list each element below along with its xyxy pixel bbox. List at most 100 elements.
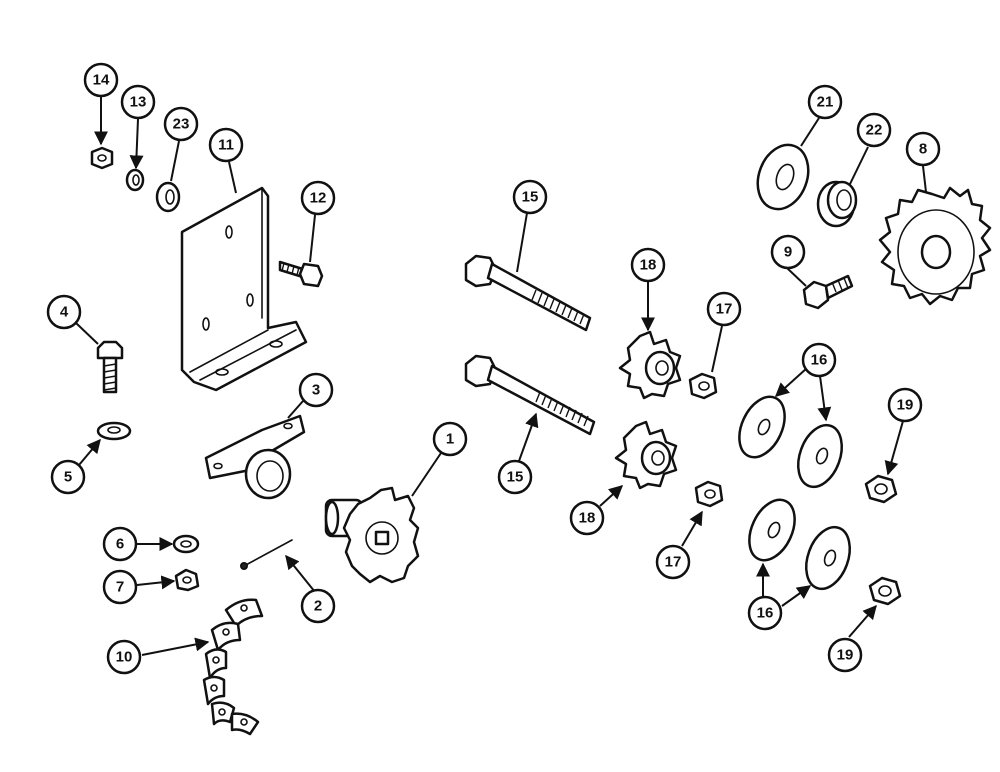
part-8-large-sprocket	[878, 186, 992, 306]
callout-10: 10	[106, 639, 142, 675]
callout-22: 22	[856, 112, 892, 148]
callout-6-label: 6	[116, 536, 124, 553]
leader-17-lower	[681, 510, 703, 547]
callout-15-lower: 15	[497, 459, 533, 495]
callout-4-label: 4	[60, 304, 69, 321]
callout-18-lower-label: 18	[579, 510, 596, 527]
part-4-bolt	[96, 340, 124, 394]
part-10-chain	[202, 598, 264, 736]
part-16-washer-lower-right	[805, 525, 851, 591]
callout-19-upper-label: 19	[897, 397, 914, 414]
part-6-lock-washer	[172, 534, 200, 554]
part-3-bearing	[204, 414, 306, 500]
callout-16-upper: 16	[801, 342, 837, 378]
part-13-lock-washer	[125, 168, 145, 192]
callout-8: 8	[905, 131, 941, 167]
part-16-washer-lower-left	[748, 498, 796, 562]
leader-3	[287, 400, 304, 419]
part-15-bolt-lower	[464, 354, 596, 436]
leader-23	[170, 140, 180, 182]
leader-16-upper-a	[774, 367, 808, 397]
leader-11	[228, 161, 237, 194]
callout-13-label: 13	[130, 94, 147, 111]
leader-5	[78, 438, 101, 466]
part-14-nut	[90, 146, 114, 170]
callout-18-lower: 18	[569, 500, 605, 536]
leader-21	[800, 117, 820, 147]
leader-15-upper	[516, 212, 528, 273]
leader-10	[141, 637, 210, 656]
leader-19-upper	[884, 420, 904, 476]
leader-19-lower	[848, 604, 877, 638]
callout-13: 13	[120, 84, 156, 120]
part-16-washer-upper-right	[797, 423, 843, 489]
leader-12	[309, 214, 316, 263]
callout-14: 14	[83, 62, 119, 98]
part-23-flat-washer	[155, 181, 181, 213]
callout-4: 4	[46, 294, 82, 330]
part-11-bracket	[180, 186, 308, 392]
leader-7	[136, 575, 176, 590]
part-22-bushing	[816, 180, 858, 228]
callout-23: 23	[163, 106, 199, 142]
leader-17-upper	[711, 325, 723, 373]
leader-13	[129, 118, 144, 170]
callout-9-label: 9	[784, 244, 792, 261]
leader-lines	[75, 97, 927, 656]
callout-22-label: 22	[866, 122, 883, 139]
callout-11: 11	[208, 127, 244, 163]
callout-1: 1	[432, 421, 468, 457]
leader-9	[786, 267, 807, 287]
callout-18-upper: 18	[630, 247, 666, 283]
callout-23-label: 23	[173, 116, 190, 133]
callout-3-label: 3	[312, 382, 320, 399]
callout-7-label: 7	[116, 579, 124, 596]
callout-21: 21	[807, 84, 843, 120]
callout-15-upper: 15	[512, 179, 548, 215]
leader-16-upper-b	[817, 375, 832, 422]
part-12-bolt	[278, 260, 324, 288]
part-21-washer	[756, 143, 810, 211]
part-5-washer	[96, 421, 132, 441]
callout-17-upper-label: 17	[716, 301, 733, 318]
leader-1	[411, 452, 442, 497]
callout-15-upper-label: 15	[522, 189, 539, 206]
callout-14-label: 14	[93, 72, 110, 89]
part-1-sprocket	[324, 486, 420, 584]
callout-11-label: 11	[218, 137, 234, 154]
callout-2: 2	[300, 588, 336, 624]
callout-9: 9	[770, 234, 806, 270]
part-2-pin	[240, 539, 293, 570]
part-15-bolt-upper	[464, 254, 592, 332]
leader-8	[922, 165, 927, 193]
callout-1-label: 1	[446, 431, 454, 448]
callout-17-upper: 17	[706, 291, 742, 327]
part-18-idler-lower	[614, 420, 678, 490]
callout-21-label: 21	[817, 94, 834, 111]
callout-2-label: 2	[314, 598, 322, 615]
part-19-nut-upper	[864, 474, 898, 504]
callout-12: 12	[300, 180, 336, 216]
callout-6: 6	[102, 526, 138, 562]
callout-16-lower-label: 16	[757, 605, 774, 622]
callout-8-label: 8	[919, 141, 927, 158]
part-19-nut-lower	[868, 576, 902, 606]
callout-12-label: 12	[310, 190, 327, 207]
callout-5-label: 5	[64, 469, 72, 486]
callout-19-lower-label: 19	[837, 647, 854, 664]
part-16-washer-upper-left	[738, 395, 786, 459]
callout-19-upper: 19	[887, 387, 923, 423]
callout-7: 7	[102, 569, 138, 605]
callout-18-upper-label: 18	[640, 257, 657, 274]
callout-19-lower: 19	[827, 637, 863, 673]
callout-16-lower: 16	[747, 595, 783, 631]
part-17-nut-lower	[694, 480, 724, 508]
callout-17-lower-label: 17	[665, 554, 682, 571]
part-17-nut-upper	[688, 372, 718, 400]
part-7-nut	[174, 568, 200, 592]
leader-15-lower	[518, 412, 539, 462]
leader-22	[849, 146, 869, 185]
leader-4	[75, 322, 99, 345]
callout-5: 5	[50, 459, 86, 495]
